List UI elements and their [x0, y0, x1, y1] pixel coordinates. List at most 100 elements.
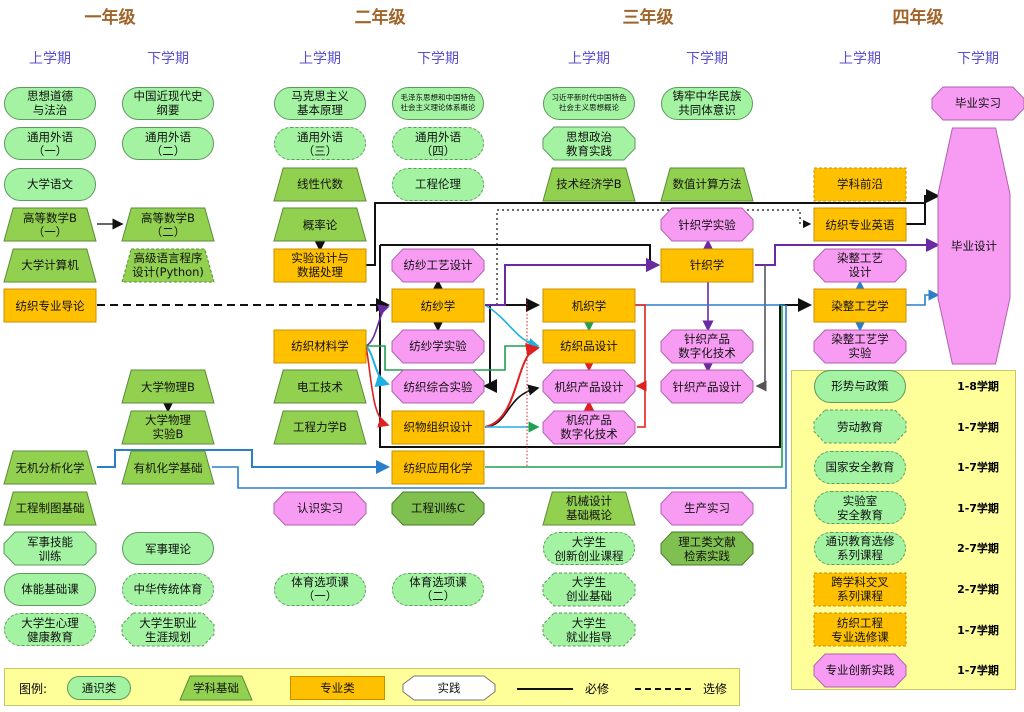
course-label: 机械设计 基础概论 — [566, 494, 612, 522]
connector-appchem-dyeing — [485, 305, 783, 468]
course-label: 习近平新时代中国特色 社会主义思想概论 — [551, 93, 627, 112]
major-shape-icon — [814, 289, 906, 322]
practice_general-shape-icon — [122, 613, 214, 646]
course-label: 纺织材料学 — [291, 339, 349, 353]
course-zlzh: 铸牢中华民族 共同体意识 — [661, 86, 753, 120]
course-mzd: 毛泽东思想和中国特色 社会主义理论体系概论 — [392, 86, 484, 120]
connector-materials-fabric — [365, 345, 390, 428]
legend-practice-label: 实践 — [437, 681, 461, 695]
cross-term-course: 通识教育选修 系列课程 — [814, 531, 906, 565]
practice-shape-icon — [392, 249, 484, 282]
course-jsll: 军事理论 — [122, 532, 214, 565]
practice-shape-icon — [392, 330, 484, 363]
foundation-shape-icon — [122, 451, 214, 484]
course-wy1: 通用外语 （一） — [4, 127, 96, 160]
course-gll: 概率论 — [274, 208, 366, 241]
practice-shape-icon — [661, 208, 753, 241]
course-tnjc: 体能基础课 — [4, 572, 96, 606]
course-zzx: 针织学 — [661, 249, 753, 282]
practice_general-shape-icon — [814, 410, 906, 443]
course-zzcpsj: 针织产品设计 — [661, 370, 753, 403]
course-xxds: 线性代数 — [274, 168, 366, 201]
course-label: 针织产品设计 — [672, 379, 742, 394]
course-label: 体育选项课 （一） — [291, 575, 349, 603]
course-label: 大学生 就业指导 — [566, 615, 612, 644]
connector-purple-knit — [485, 258, 660, 306]
practice-shape-icon — [543, 411, 635, 444]
major-shape-icon — [814, 613, 906, 646]
connector-english-dotted — [496, 209, 812, 305]
semester-6-heading: 下学期 — [686, 51, 728, 67]
major-shape-icon — [274, 330, 366, 363]
course-label: 大学物理B — [141, 379, 195, 394]
practice-shape-icon — [392, 370, 484, 403]
course-fsgysj: 纺纱工艺设计 — [392, 249, 484, 282]
course-gs1: 高等数学B （一） — [4, 208, 96, 241]
course-label: 形势与政策 — [831, 379, 889, 393]
practice-shape-icon — [814, 249, 906, 282]
semester-2-heading: 下学期 — [147, 51, 189, 67]
practice-shape-icon — [938, 128, 1010, 364]
course-label: 学科前沿 — [837, 177, 883, 191]
course-wl: 大学物理B — [122, 370, 214, 403]
course-szsj: 思想政治 教育实践 — [543, 127, 635, 160]
course-wxjs: 理工类文献 检索实践 — [661, 532, 753, 565]
course-ty1: 体育选项课 （一） — [274, 572, 366, 606]
legend-dashed-line — [635, 688, 691, 690]
term-range: 1-7学期 — [957, 501, 999, 515]
course-zyyy: 纺织专业英语 — [814, 208, 906, 241]
course-zwzzsj: 织物组织设计 — [392, 411, 484, 444]
year-4-heading: 四年级 — [892, 8, 944, 28]
course-label: 概率论 — [302, 217, 338, 232]
term-range: 2-7学期 — [957, 542, 999, 556]
course-label: 中华传统体育 — [133, 582, 203, 596]
course-clx: 纺织材料学 — [274, 330, 366, 363]
practice_foundation-shape-icon — [392, 492, 484, 525]
course-label: 通用外语 （二） — [145, 129, 191, 158]
course-gs2: 高等数学B （二） — [122, 208, 214, 241]
course-label: 思想道德 与法治 — [27, 89, 73, 117]
course-label: 实验设计与 数据处理 — [291, 251, 349, 279]
term-range: 1-7学期 — [957, 461, 999, 475]
practice-shape-icon — [274, 492, 366, 525]
semester-1-heading: 上学期 — [29, 51, 71, 67]
course-label: 有机化学基础 — [133, 460, 203, 475]
major-shape-icon — [274, 249, 366, 282]
legend-title: 图例: — [19, 682, 48, 696]
course-label: 工程伦理 — [415, 177, 461, 191]
course-rzgyx: 染整工艺学 — [814, 289, 906, 322]
major-shape-icon — [814, 208, 906, 241]
practice_general-shape-icon — [543, 127, 635, 160]
course-jzszh: 机织产品 数字化技术 — [543, 411, 635, 444]
cross-term-course: 形势与政策 — [814, 369, 906, 403]
connector-weaving-red — [635, 304, 645, 428]
course-fzpsj: 纺织品设计 — [543, 330, 635, 363]
course-yjhx: 有机化学基础 — [122, 451, 214, 484]
course-wjfx: 无机分析化学 — [4, 451, 96, 484]
course-cxcy: 大学生 创新创业课程 — [543, 532, 635, 565]
course-label: 纺纱工艺设计 — [403, 258, 473, 272]
practice-shape-icon — [932, 87, 1024, 120]
course-label: 生产实习 — [684, 501, 730, 515]
term-range: 1-7学期 — [957, 420, 999, 434]
semester-5-heading: 上学期 — [568, 51, 610, 67]
term-range: 2-7学期 — [957, 583, 999, 596]
course-label: 大学生 创业基础 — [566, 575, 612, 603]
course-label: 中国近现代史 纲要 — [133, 89, 203, 117]
foundation-shape-icon — [543, 168, 635, 201]
course-label: 军事理论 — [145, 541, 191, 556]
practice_general-shape-icon — [4, 532, 96, 565]
course-label: 毕业实习 — [955, 96, 1001, 110]
course-ty2: 体育选项课 （二） — [392, 572, 484, 606]
course-label: 认识实习 — [297, 501, 343, 515]
course-zygh: 大学生职业 生涯规划 — [122, 613, 214, 646]
course-label: 毕业设计 — [951, 239, 997, 253]
course-label: 铸牢中华民族 共同体意识 — [672, 89, 742, 117]
course-fsxsy: 纺纱学实验 — [392, 330, 484, 363]
course-bysj: 毕业设计 — [938, 128, 1010, 364]
course-jzcpsj: 机织产品设计 — [543, 370, 635, 403]
connector-dyeing-thesis — [905, 289, 940, 306]
course-jxsj: 机械设计 基础概论 — [543, 492, 635, 525]
foundation-shape-icon — [661, 168, 753, 201]
course-jzx: 机织学 — [543, 289, 635, 322]
